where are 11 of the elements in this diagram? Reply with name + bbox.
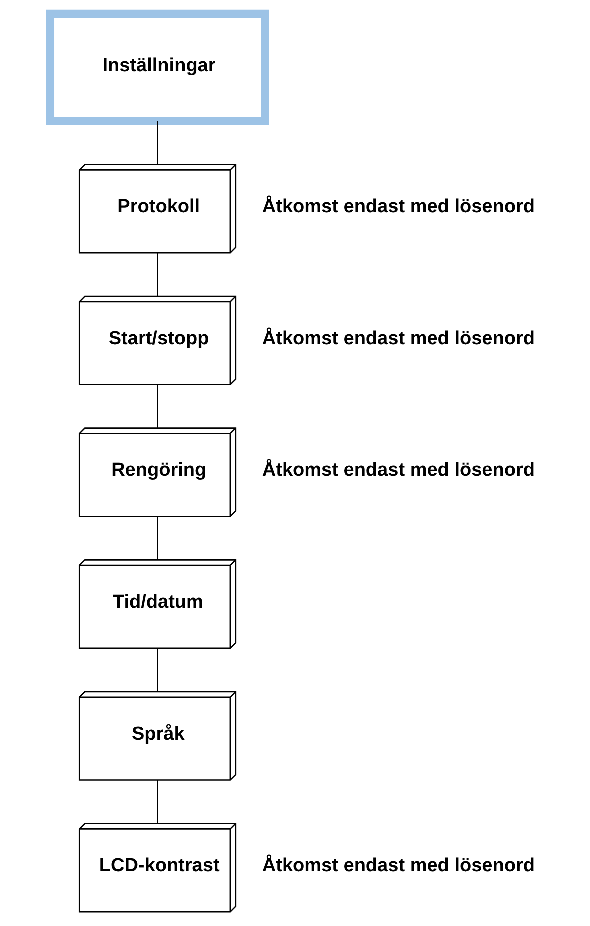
connector: [157, 385, 158, 428]
node-label: Åtkomst endast med lösenord: [262, 196, 535, 218]
connector: [157, 253, 158, 296]
connector: [157, 516, 158, 560]
connector: [157, 780, 158, 824]
node-label: Åtkomst endast med lösenord: [262, 460, 535, 482]
node-label: Åtkomst endast med lösenord: [262, 328, 535, 350]
connector: [157, 648, 158, 692]
connector: [157, 121, 158, 165]
node-box: Inställningar: [46, 10, 270, 126]
node-label: Åtkomst endast med lösenord: [262, 856, 535, 877]
